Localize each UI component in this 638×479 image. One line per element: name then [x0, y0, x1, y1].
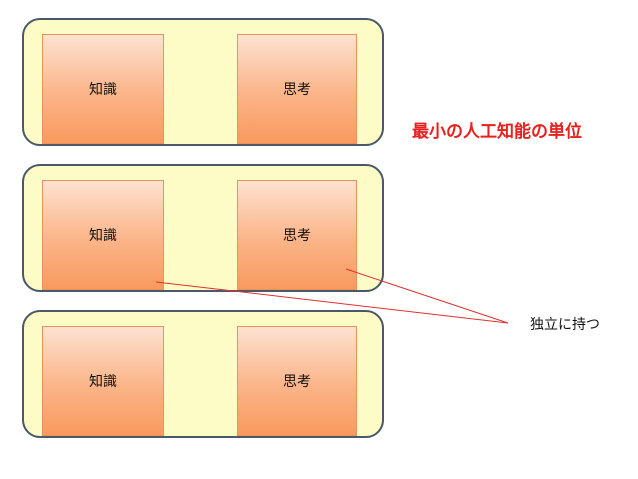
knowledge-box: 知識 [42, 180, 164, 290]
unit-row-1: 知識 思考 [22, 18, 384, 146]
unit-row-2: 知識 思考 [22, 164, 384, 292]
thinking-box: 思考 [237, 34, 357, 144]
unit-label: 最小の人工知能の単位 [412, 122, 582, 142]
independent-label: 独立に持つ [530, 317, 600, 333]
knowledge-box: 知識 [42, 326, 164, 436]
unit-row-3: 知識 思考 [22, 310, 384, 438]
knowledge-box: 知識 [42, 34, 164, 144]
thinking-box: 思考 [237, 180, 357, 290]
thinking-box: 思考 [237, 326, 357, 436]
